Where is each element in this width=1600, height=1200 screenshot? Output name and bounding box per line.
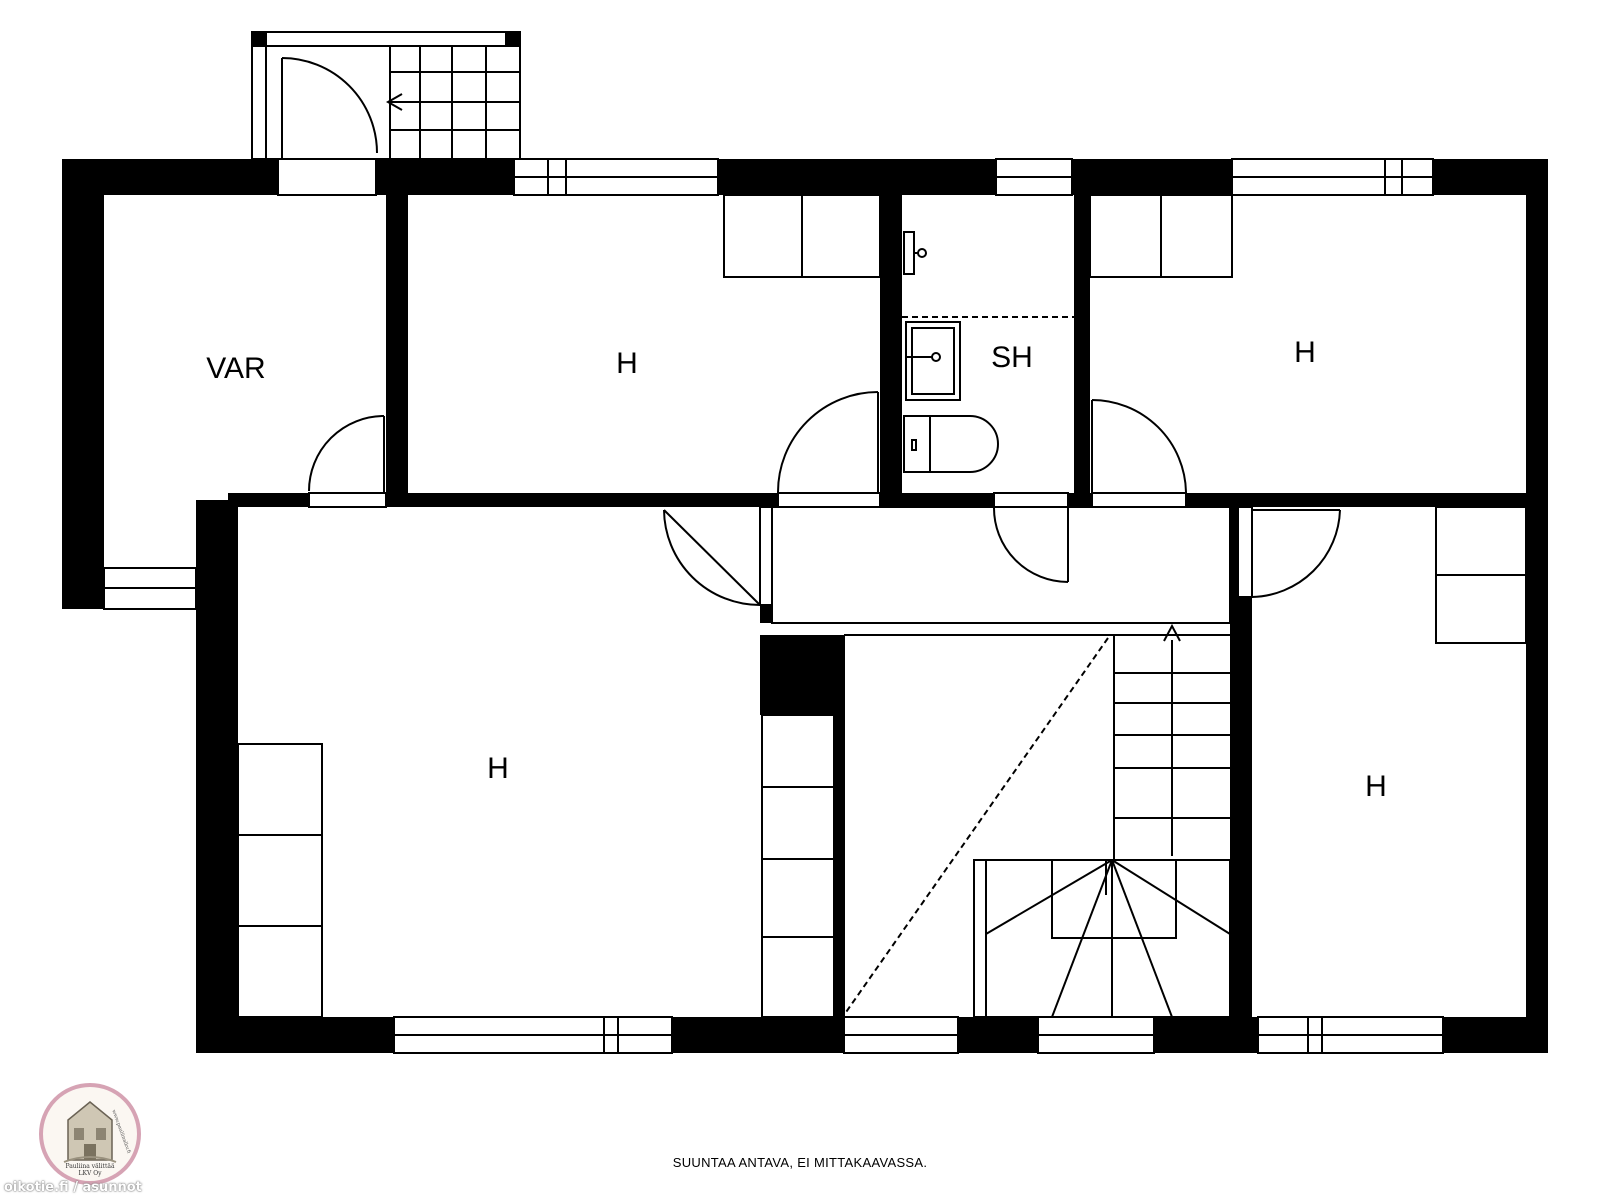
closets <box>237 194 1527 1018</box>
agency-logo: Pauliina välittää LKV Oy www.pauliinalkv… <box>39 1083 141 1185</box>
logo-line1: Pauliina välittää <box>65 1163 115 1170</box>
room-label-bedroom-right: H <box>1365 770 1387 803</box>
room-label-var: VAR <box>206 352 265 385</box>
staircase <box>771 506 1231 1018</box>
windows <box>103 158 1444 1054</box>
walls <box>62 159 1548 1053</box>
room-label-bedroom-large-left: H <box>487 752 509 785</box>
room-label-bathroom: SH <box>991 341 1033 374</box>
room-label-bedroom-top-left: H <box>616 347 638 380</box>
logo-line2: LKV Oy <box>78 1170 102 1177</box>
bathroom-fixtures <box>902 231 1074 473</box>
room-label-bedroom-top-right: H <box>1294 336 1316 369</box>
room-labels: VAR H SH H H H <box>206 336 1387 803</box>
entry-porch <box>251 31 521 160</box>
watermark-text: oikotie.fi / asunnot <box>4 1180 142 1195</box>
doors <box>308 391 1341 606</box>
disclaimer-text: SUUNTAA ANTAVA, EI MITTAKAAVASSA. <box>672 1155 928 1170</box>
